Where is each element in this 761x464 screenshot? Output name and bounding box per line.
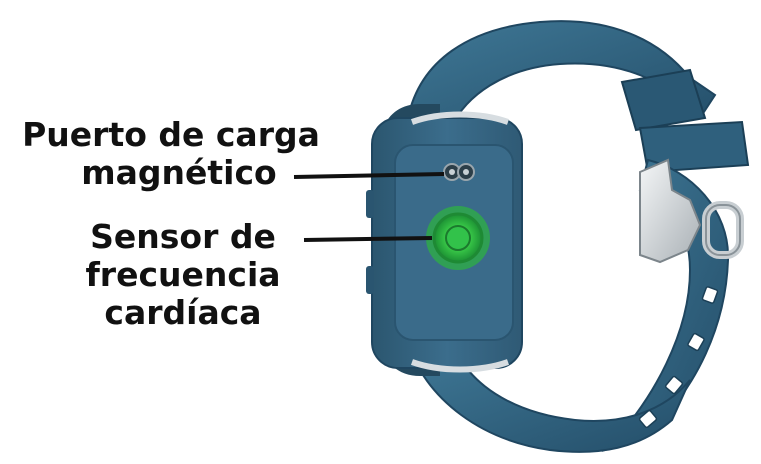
callout-heart-rate-sensor-line-1: Sensor de (90, 217, 276, 256)
callout-charging-port: Puerto de carga magnético (6, 116, 336, 192)
charging-port-icon (443, 163, 475, 181)
heart-rate-sensor-icon (426, 206, 490, 270)
callout-charging-port-line-1: Puerto de carga (22, 115, 320, 154)
strap-holes (638, 286, 719, 429)
strap-keeper-1 (620, 68, 707, 132)
lug-bottom (410, 359, 510, 373)
callout-heart-rate-sensor-line-3: cardíaca (104, 293, 262, 332)
callout-line-charging-port (293, 172, 445, 179)
callout-heart-rate-sensor: Sensor de frecuencia cardíaca (58, 218, 308, 332)
side-button-top (366, 190, 374, 218)
side-button-bottom (366, 266, 374, 294)
strap-lower (408, 349, 691, 453)
callout-charging-port-line-2: magnético (81, 153, 277, 192)
lug-top (410, 111, 510, 125)
callout-heart-rate-sensor-line-2: frecuencia (85, 255, 281, 294)
callout-line-heart-sensor (303, 236, 433, 242)
buckle-icon (639, 158, 744, 264)
